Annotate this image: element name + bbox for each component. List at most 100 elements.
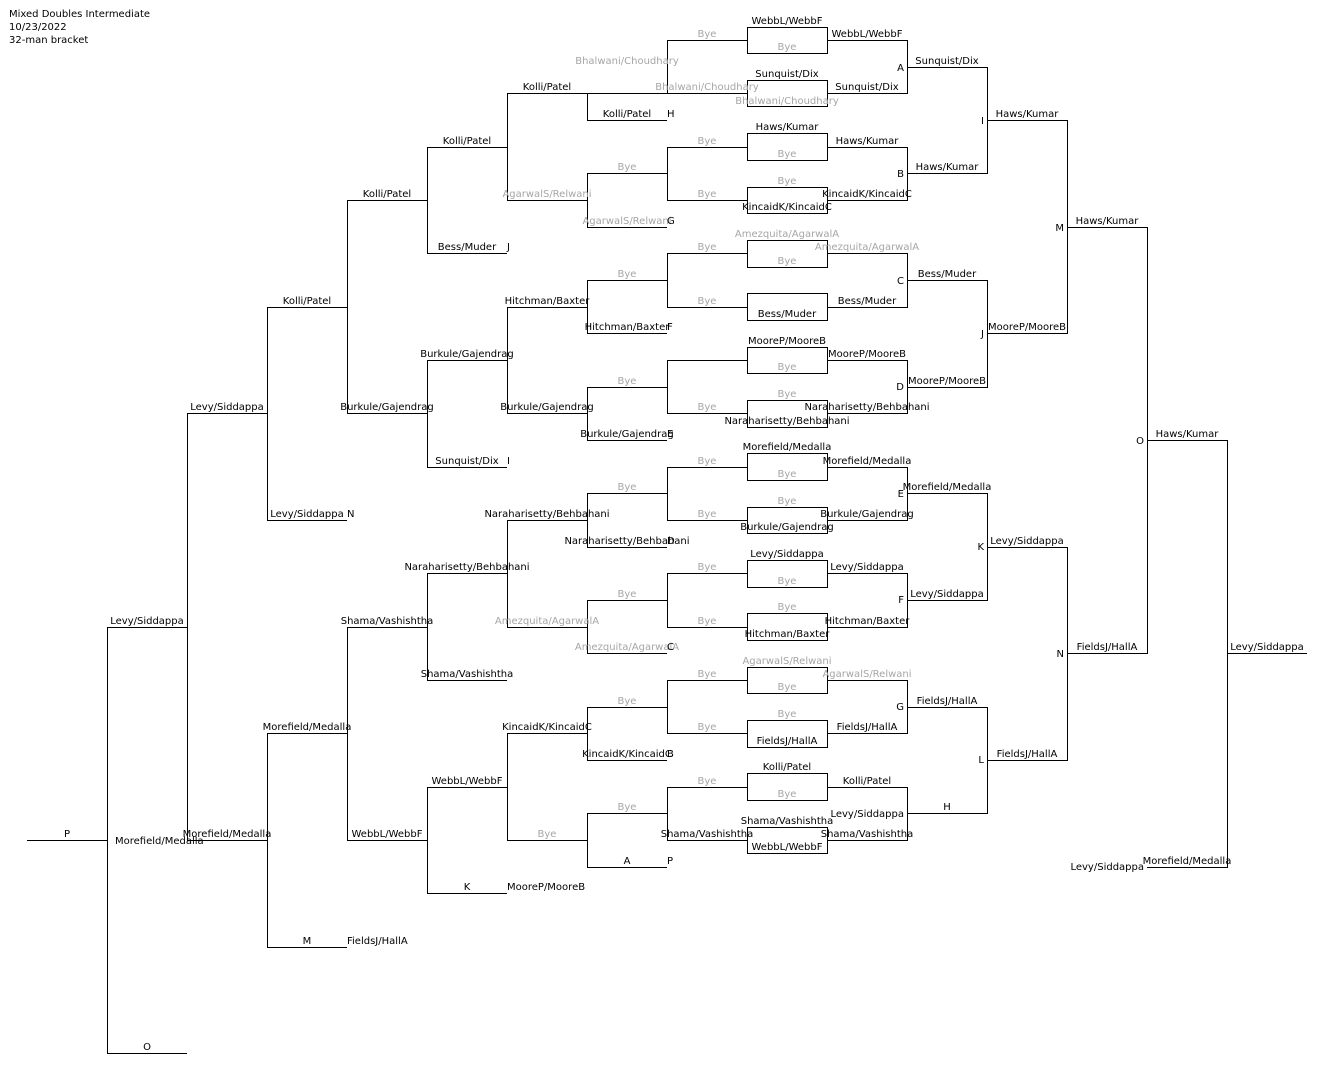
team-naraharisetty-behbahani: Naraharisetty/Behbahani (484, 509, 609, 520)
team-morefield-medalla: Morefield/Medalla (1143, 856, 1232, 867)
team-webbl-webbf: WebbL/WebbF (432, 776, 503, 787)
match-code-n: N (1057, 649, 1064, 660)
team-bhalwani-choudhary: Bhalwani/Choudhary (735, 96, 839, 107)
team-kincaidk-kincaidc: KincaidK/KincaidC (742, 202, 832, 213)
match-code-f: F (898, 595, 904, 606)
team-kolli-patel: Kolli/Patel (443, 136, 491, 147)
match-code-g: G (896, 702, 904, 713)
team-webbl-webbf: WebbL/WebbF (832, 29, 903, 40)
team-fieldsj-halla: FieldsJ/HallA (1077, 642, 1138, 653)
bracket-date: 10/23/2022 (9, 22, 67, 33)
bye-label: Bye (698, 136, 717, 147)
bye-label: Bye (618, 696, 637, 707)
team-kolli-patel: Kolli/Patel (523, 82, 571, 93)
team-bess-muder: Bess/Muder (438, 242, 497, 253)
team-bhalwani-choudhary: Bhalwani/Choudhary (655, 82, 759, 93)
team-amezquita-agarwala: Amezquita/AgarwalA (495, 616, 599, 627)
bye-label: Bye (618, 589, 637, 600)
team-naraharisetty-behbahani: Naraharisetty/Behbahani (564, 536, 689, 547)
team-fieldsj-halla: FieldsJ/HallA (757, 736, 818, 747)
match-code-a: A (897, 63, 904, 74)
team-burkule-gajendrag: Burkule/Gajendrag (420, 349, 514, 360)
team-kolli-patel: Kolli/Patel (843, 776, 891, 787)
team-levy-siddappa: Levy/Siddappa (1070, 862, 1144, 873)
team-haws-kumar: Haws/Kumar (836, 136, 900, 147)
match-code-e: E (667, 429, 673, 440)
team-moorep-mooreb: MooreP/MooreB (748, 336, 826, 347)
team-agarwals-relwani: AgarwalS/Relwani (822, 669, 911, 680)
team-shama-vashishtha: Shama/Vashishtha (741, 816, 834, 827)
bye-label: Bye (698, 776, 717, 787)
team-levy-siddappa: Levy/Siddappa (1230, 642, 1304, 653)
bye-label: Bye (778, 256, 797, 267)
bye-label: Bye (778, 389, 797, 400)
bye-label: Bye (778, 42, 797, 53)
match-code-f: F (667, 322, 673, 333)
team-fieldsj-halla: FieldsJ/HallA (347, 936, 408, 947)
match-code-o: O (1136, 436, 1144, 447)
bye-label: Bye (778, 496, 797, 507)
match-code-d: D (667, 536, 675, 547)
team-kolli-patel: Kolli/Patel (363, 189, 411, 200)
team-naraharisetty-behbahani: Naraharisetty/Behbahani (404, 562, 529, 573)
bye-label: Bye (778, 682, 797, 693)
team-moorep-mooreb: MooreP/MooreB (828, 349, 906, 360)
match-code-a: A (624, 856, 631, 867)
bye-label: Bye (698, 29, 717, 40)
bye-label: Bye (778, 362, 797, 373)
bye-label: Bye (778, 176, 797, 187)
team-sunquist-dix: Sunquist/Dix (755, 69, 818, 80)
team-naraharisetty-behbahani: Naraharisetty/Behbahani (724, 416, 849, 427)
team-levy-siddappa: Levy/Siddappa (190, 402, 264, 413)
bye-label: Bye (698, 616, 717, 627)
match-code-i: I (981, 116, 984, 127)
bye-label: Bye (698, 189, 717, 200)
team-shama-vashishtha: Shama/Vashishtha (821, 829, 914, 840)
match-code-h: H (943, 802, 951, 813)
team-fieldsj-halla: FieldsJ/HallA (997, 749, 1058, 760)
team-haws-kumar: Haws/Kumar (756, 122, 820, 133)
team-burkule-gajendrag: Burkule/Gajendrag (740, 522, 834, 533)
match-code-o: O (143, 1042, 151, 1053)
team-fieldsj-halla: FieldsJ/HallA (917, 696, 978, 707)
team-kincaidk-kincaidc: KincaidK/KincaidC (822, 189, 912, 200)
team-levy-siddappa: Levy/Siddappa (990, 536, 1064, 547)
match-code-b: B (667, 749, 674, 760)
team-bess-muder: Bess/Muder (918, 269, 977, 280)
match-code-j: J (506, 242, 510, 253)
bye-label: Bye (698, 296, 717, 307)
match-code-d: D (896, 382, 904, 393)
match-code-n: N (347, 509, 354, 520)
team-naraharisetty-behbahani: Naraharisetty/Behbahani (804, 402, 929, 413)
team-sunquist-dix: Sunquist/Dix (435, 456, 498, 467)
team-haws-kumar: Haws/Kumar (1156, 429, 1220, 440)
team-hitchman-baxter: Hitchman/Baxter (505, 296, 591, 307)
team-amezquita-agarwala: Amezquita/AgarwalA (575, 642, 679, 653)
team-burkule-gajendrag: Burkule/Gajendrag (340, 402, 434, 413)
match-code-b: B (897, 169, 904, 180)
team-bess-muder: Bess/Muder (758, 309, 817, 320)
match-code-c: C (897, 276, 904, 287)
match-code-e: E (898, 489, 904, 500)
team-moorep-mooreb: MooreP/MooreB (988, 322, 1066, 333)
team-morefield-medalla: Morefield/Medalla (115, 836, 204, 847)
team-sunquist-dix: Sunquist/Dix (915, 56, 978, 67)
team-bhalwani-choudhary: Bhalwani/Choudhary (575, 56, 679, 67)
team-levy-siddappa: Levy/Siddappa (750, 549, 824, 560)
team-burkule-gajendrag: Burkule/Gajendrag (820, 509, 914, 520)
bye-label: Bye (618, 269, 637, 280)
team-amezquita-agarwala: Amezquita/AgarwalA (815, 242, 919, 253)
team-haws-kumar: Haws/Kumar (996, 109, 1060, 120)
team-agarwals-relwani: AgarwalS/Relwani (742, 656, 831, 667)
team-morefield-medalla: Morefield/Medalla (183, 829, 272, 840)
team-moorep-mooreb: MooreP/MooreB (507, 882, 585, 893)
team-morefield-medalla: Morefield/Medalla (263, 722, 352, 733)
team-morefield-medalla: Morefield/Medalla (903, 482, 992, 493)
team-hitchman-baxter: Hitchman/Baxter (745, 629, 831, 640)
bye-label: Bye (778, 576, 797, 587)
team-morefield-medalla: Morefield/Medalla (823, 456, 912, 467)
team-burkule-gajendrag: Burkule/Gajendrag (580, 429, 674, 440)
team-burkule-gajendrag: Burkule/Gajendrag (500, 402, 594, 413)
match-code-i: I (507, 456, 510, 467)
bye-label: Bye (618, 482, 637, 493)
